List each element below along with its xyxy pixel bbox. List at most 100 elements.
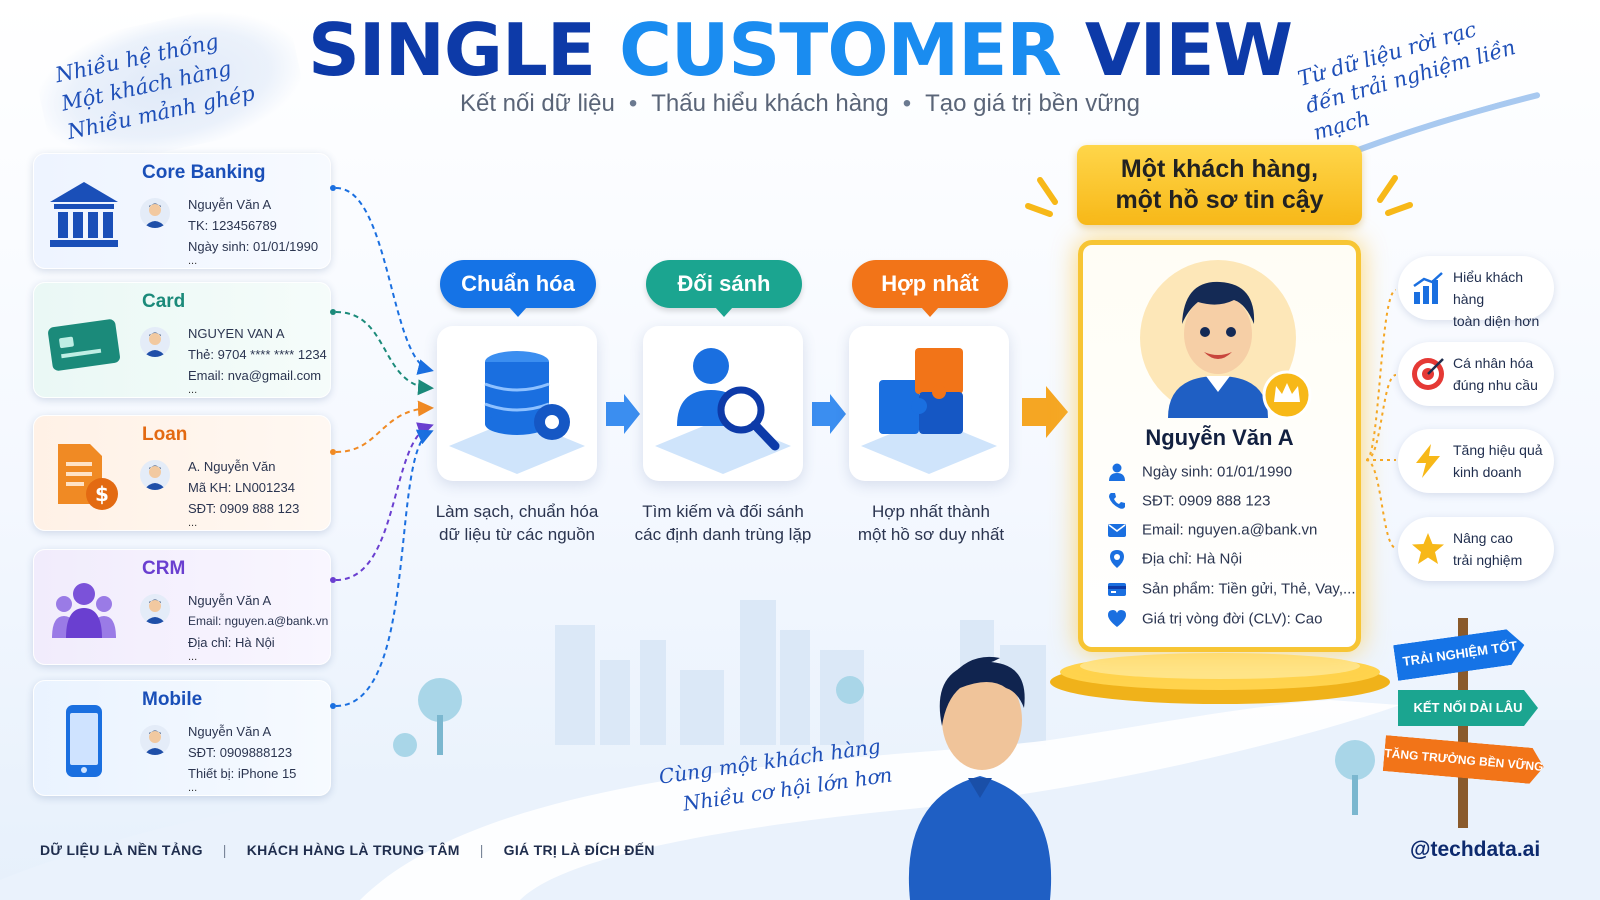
heart-icon — [1108, 610, 1126, 627]
step-chuan-hoa-label: Chuẩn hóa — [440, 260, 596, 317]
benefit-line: kinh doanh — [1453, 464, 1522, 480]
source-card-loan[interactable]: $ Loan A. Nguyễn Văn Mã KH: LN001234 SĐT… — [33, 415, 331, 531]
more-ellipsis: ... — [188, 517, 198, 529]
more-ellipsis: ... — [188, 651, 198, 663]
database-gear-icon — [449, 351, 585, 474]
smartphone-icon — [46, 703, 122, 779]
person-icon — [1109, 463, 1125, 481]
step-hop-nhat-description: Hợp nhất thành một hồ sơ duy nhất — [826, 500, 1036, 546]
source-card-core-banking[interactable]: Core Banking Nguyễn Văn A TK: 123456789 … — [33, 153, 331, 269]
source-title: Loan — [142, 424, 188, 445]
profile-field: Giá trị vòng đời (CLV): Cao — [1106, 609, 1322, 631]
mail-icon — [1108, 524, 1126, 537]
page-title: SINGLE CUSTOMER VIEW — [0, 8, 1600, 92]
crown-badge-icon — [1262, 370, 1312, 420]
avatar — [140, 198, 170, 228]
step-chuan-hoa-description: Làm sạch, chuẩn hóa dữ liệu từ các nguồn — [412, 500, 622, 546]
people-group-icon — [46, 572, 122, 648]
benefit-line: đúng nhu cầu — [1453, 377, 1538, 393]
subtitle-item: Kết nối dữ liệu — [459, 90, 615, 117]
step-doi-sanh-card[interactable] — [643, 326, 803, 481]
field-text: Sản phẩm: Tiền gửi, Thẻ, Vay,... — [1142, 580, 1356, 598]
lightning-icon — [1416, 444, 1440, 478]
step-hop-nhat-card[interactable] — [849, 326, 1009, 481]
customer-avatar — [1140, 260, 1296, 418]
source-line: Mã KH: LN001234 — [188, 480, 295, 495]
loan-document-icon: $ — [46, 438, 122, 514]
step-doi-sanh-description: Tìm kiếm và đối sánh các định danh trùng… — [618, 500, 828, 546]
benefit-line: trải nghiệm — [1453, 552, 1523, 568]
source-line: Ngày sinh: 01/01/1990 — [188, 239, 319, 254]
title-part-single: SINGLE — [307, 8, 596, 92]
star-icon — [1412, 533, 1444, 564]
field-text: Địa chỉ: Hà Nội — [1142, 550, 1243, 568]
source-line: Địa chỉ: Hà Nội — [188, 635, 275, 650]
more-ellipsis: ... — [188, 255, 198, 267]
source-title: Core Banking — [142, 162, 266, 183]
puzzle-icon — [861, 348, 997, 474]
location-pin-icon — [1110, 550, 1124, 568]
more-ellipsis: ... — [188, 782, 198, 794]
bar-chart-icon — [1413, 272, 1443, 304]
avatar — [140, 594, 170, 624]
footer-separator: | — [222, 842, 227, 858]
source-line: Nguyễn Văn A — [188, 593, 272, 608]
source-title: Mobile — [142, 689, 203, 710]
footer-item: KHÁCH HÀNG LÀ TRUNG TÂM — [246, 842, 460, 858]
benefit-personalization[interactable]: Cá nhân hóa đúng nhu cầu — [1398, 342, 1554, 406]
svg-text:$: $ — [95, 482, 109, 506]
source-line: A. Nguyễn Văn — [188, 459, 276, 474]
source-card-crm[interactable]: CRM Nguyễn Văn A Email: nguyen.a@bank.vn… — [33, 549, 331, 665]
source-card-mobile[interactable]: Mobile Nguyễn Văn A SĐT: 0909888123 Thiế… — [33, 680, 331, 796]
bullet-separator: • — [902, 90, 912, 117]
source-line: Nguyễn Văn A — [188, 724, 272, 739]
field-text: Email: nguyen.a@bank.vn — [1142, 521, 1318, 539]
footer-item: GIÁ TRỊ LÀ ĐÍCH ĐẾN — [503, 842, 655, 858]
phone-icon — [1109, 493, 1125, 509]
card-icon — [1108, 583, 1126, 596]
person-illustration — [908, 656, 1052, 900]
source-line: SĐT: 0909 888 123 — [188, 501, 300, 516]
footer-tagline: DỮ LIỆU LÀ NỀN TẢNG | KHÁCH HÀNG LÀ TRUNG … — [40, 842, 655, 858]
bank-icon — [46, 176, 122, 252]
footer-separator: | — [479, 842, 484, 858]
profile-field: Email: nguyen.a@bank.vn — [1106, 520, 1317, 542]
title-part-view: VIEW — [1084, 8, 1293, 92]
desc-line: Làm sạch, chuẩn hóa — [435, 502, 599, 521]
benefit-experience[interactable]: Nâng cao trải nghiệm — [1398, 517, 1554, 581]
footer-item: DỮ LIỆU LÀ NỀN TẢNG — [40, 842, 203, 858]
credit-card-icon — [46, 305, 122, 381]
bullet-separator: • — [628, 90, 638, 117]
step-hop-nhat-label: Hợp nhất — [852, 260, 1008, 317]
source-line: SĐT: 0909888123 — [188, 745, 293, 760]
source-line: NGUYEN VAN A — [188, 326, 285, 341]
step-doi-sanh-label: Đối sánh — [646, 260, 802, 317]
desc-line: Hợp nhất thành — [872, 502, 990, 521]
source-line: Thẻ: 9704 **** **** 1234 — [188, 347, 327, 362]
benefit-line: toàn diện hơn — [1453, 313, 1540, 329]
field-text: Giá trị vòng đời (CLV): Cao — [1142, 610, 1323, 628]
desc-line: một hồ sơ duy nhất — [857, 525, 1005, 544]
ribbon-line: Một khách hàng, — [1120, 155, 1319, 183]
user-search-icon — [655, 348, 791, 474]
source-line: Nguyễn Văn A — [188, 197, 272, 212]
profile-field: Ngày sinh: 01/01/1990 — [1106, 462, 1292, 484]
field-text: Ngày sinh: 01/01/1990 — [1142, 463, 1293, 481]
benefit-line: Nâng cao — [1453, 530, 1513, 546]
benefit-line: Cá nhân hóa — [1453, 355, 1534, 371]
profile-field: Sản phẩm: Tiền gửi, Thẻ, Vay,... — [1106, 579, 1356, 601]
avatar — [140, 725, 170, 755]
more-ellipsis: ... — [188, 384, 198, 396]
source-line: Thiết bị: iPhone 15 — [188, 766, 297, 781]
source-title: CRM — [142, 558, 186, 579]
customer-name: Nguyễn Văn A — [1145, 425, 1294, 450]
field-text: SĐT: 0909 888 123 — [1142, 492, 1271, 510]
step-chuan-hoa-card[interactable] — [437, 326, 597, 481]
sign-long-term-connection: KẾT NỐI DÀI LÂU — [1398, 690, 1538, 726]
brand-handle[interactable]: @techdata.ai — [1410, 838, 1541, 861]
subtitle-item: Tạo giá trị bền vững — [925, 90, 1140, 117]
source-card-card[interactable]: Card NGUYEN VAN A Thẻ: 9704 **** **** 12… — [33, 282, 331, 398]
avatar — [140, 460, 170, 490]
